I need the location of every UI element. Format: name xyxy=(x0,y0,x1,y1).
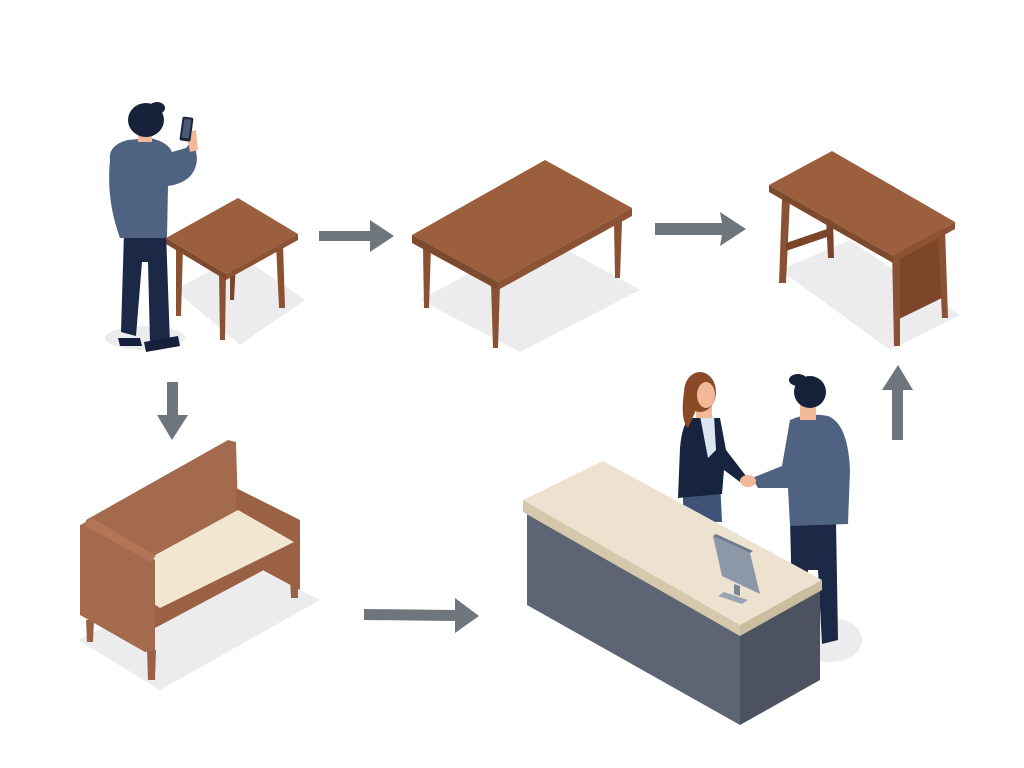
sofa-shadow xyxy=(78,560,320,690)
arrow-right-1 xyxy=(319,220,394,252)
shirt xyxy=(752,414,850,526)
person-man xyxy=(740,374,850,644)
service-counter xyxy=(523,461,822,725)
node-desk xyxy=(769,151,960,350)
arrow-down xyxy=(157,382,188,440)
small-table xyxy=(166,198,298,340)
sofa-cushion xyxy=(113,510,294,608)
pants xyxy=(121,232,170,344)
arrow-right-2 xyxy=(655,212,746,246)
desk-shadow xyxy=(780,240,960,350)
table-shadow xyxy=(420,235,640,352)
shirt xyxy=(109,138,197,238)
table-shadow xyxy=(175,255,305,345)
node-sofa xyxy=(78,440,320,690)
person-woman xyxy=(678,372,746,522)
blazer xyxy=(678,418,746,498)
pants xyxy=(790,520,838,644)
node-customer-inspecting-small-table xyxy=(105,102,305,352)
node-dining-table xyxy=(412,160,640,352)
counter-front xyxy=(527,512,740,725)
node-service-counter-handshake xyxy=(523,372,862,725)
handshake xyxy=(740,475,756,487)
person-with-phone xyxy=(109,102,198,352)
monitor-icon xyxy=(713,534,760,604)
arrow-right-3 xyxy=(364,598,479,633)
arrow-up xyxy=(882,365,913,440)
